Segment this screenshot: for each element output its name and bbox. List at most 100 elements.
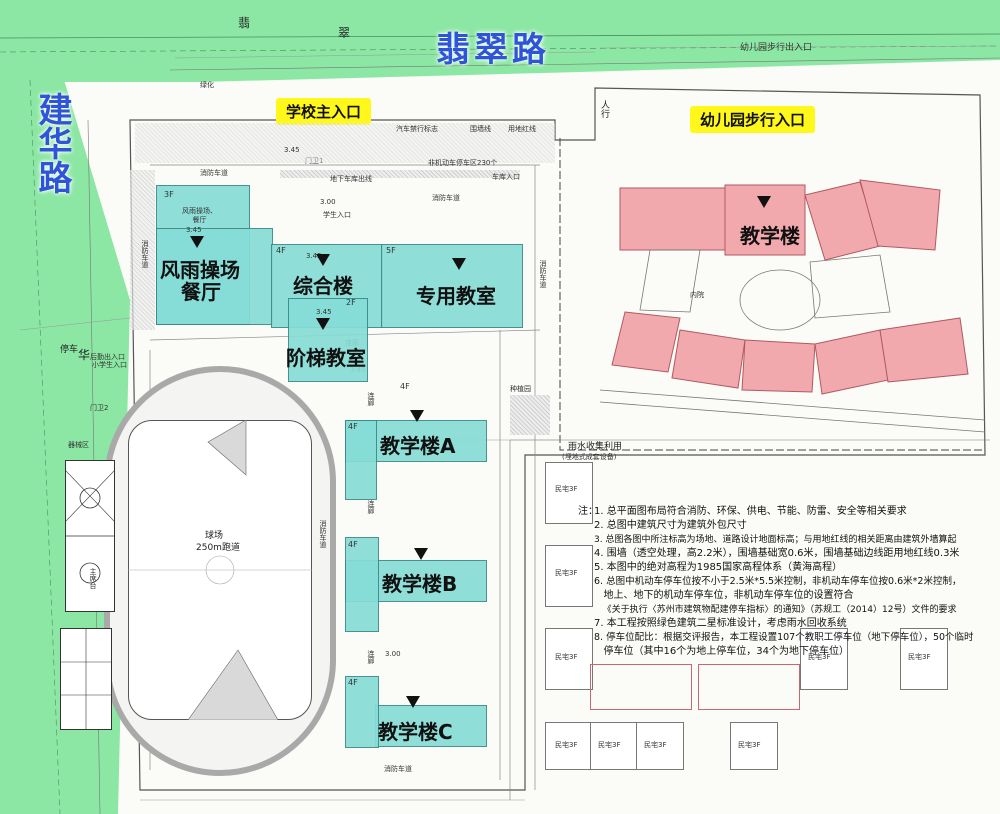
north-plaza [135, 123, 555, 163]
residence-6 [636, 722, 684, 770]
basketball-courts [65, 460, 115, 612]
teaching-c-label: 教学楼C [378, 720, 453, 744]
floors-4f-site: 4F [400, 382, 410, 391]
canteen-label-1: 风雨操场 [160, 258, 240, 282]
green-label: 绿化 [200, 81, 214, 89]
right-tag: 人行 [599, 100, 609, 118]
kindergarten-entrance-tag: 幼儿园步行入口 [690, 106, 816, 133]
notes-title: 注： [578, 506, 598, 517]
west-road-name: 建华路 [22, 92, 72, 213]
lecture-label: 阶梯教室 [286, 346, 366, 370]
elevation-4: 3.45 [284, 146, 300, 154]
residence-7 [730, 722, 778, 770]
fire-lane-label-3: 消防车道 [141, 240, 149, 268]
inner-court: 内院 [690, 291, 704, 299]
residence-4 [545, 722, 593, 770]
note-line: 7. 本工程按照绿色建筑二星标准设计，考虑雨水回收系统 [594, 618, 847, 629]
canteen-label-2: 餐厅 [181, 280, 221, 304]
canteen-arrow [190, 236, 204, 248]
setback-label: 用地红线 [508, 125, 536, 133]
residence-8 [800, 628, 848, 690]
residence-1-label: 民宅3F [555, 485, 578, 493]
elevation-3: 3.00 [385, 650, 401, 658]
school-main-entrance-tag: 学校主入口 [276, 98, 372, 125]
teaching-b-wing [345, 537, 379, 632]
bike-label: 车库入口 [492, 173, 520, 181]
lecture-elev: 3.45 [316, 308, 332, 316]
teaching-a-wing [345, 420, 377, 500]
small-courts [60, 628, 112, 730]
fire-lane-label: 消防车道 [200, 169, 228, 177]
small-court-lines [61, 629, 111, 729]
west-strip [130, 170, 155, 330]
teaching-a-floors: 4F [348, 422, 358, 431]
note-line: 6. 总图中机动车停车位按不小于2.5米*5.5米控制，非机动车停车位按0.6米… [594, 576, 962, 587]
track-label: 球场 [205, 531, 224, 541]
teaching-c-building [375, 705, 487, 747]
residence-8-label: 民宅3F [808, 653, 831, 661]
teaching-c-wing [345, 676, 379, 748]
canteen-wing [156, 228, 273, 325]
canteen-elev: 3.45 [186, 226, 202, 234]
stand-label: 主席台 [89, 568, 97, 589]
lecture-arrow [316, 318, 330, 330]
fence-label: 围墙线 [470, 125, 491, 133]
teaching-b-label: 教学楼B [382, 572, 458, 596]
complex-elev: 3.45 [306, 252, 322, 260]
north-plan-label: 翡 [238, 16, 251, 30]
rain-sub: (埋地式成套设备) [562, 453, 617, 461]
west-road-name-text: 建华路 [32, 92, 72, 194]
west-plan-label: 华 [78, 348, 91, 362]
teaching-a-arrow [410, 410, 424, 422]
sports-area: 器械区 [68, 441, 89, 449]
teaching-c-arrow [406, 696, 420, 708]
lecture-building [288, 298, 368, 382]
teaching-b-floors: 4F [348, 540, 358, 549]
lecture-floors: 2F [346, 298, 356, 307]
note-line: 3. 总图各图中所注标高为场地、道路设计地面标高；与用地红线的相关距离由建筑外墙… [594, 535, 957, 545]
note-line: 4. 围墙（透空处理，高2.2米），围墙基础宽0.6米，围墙基础边线距用地红线0… [594, 548, 960, 559]
residence-5 [590, 722, 638, 770]
canteen-sub: 风雨操场、 餐厅 [182, 207, 217, 224]
residence-3 [545, 628, 593, 690]
teaching-b-arrow [414, 548, 428, 560]
note-line: 《关于执行〈苏州市建筑物配建停车指标〉的通知》（苏规工（2014）12号）文件的… [594, 605, 957, 615]
complex-floors: 4F [276, 246, 286, 255]
corridor-label-1: 连廊 [367, 392, 375, 406]
elevation-1: 3.00 [320, 198, 336, 206]
rain-label: 雨水收集利用 [568, 442, 623, 452]
design-notes: 注： 1. 总平面图布局符合消防、环保、供电、节能、防雷、安全等相关要求 2. … [578, 505, 990, 659]
north-plan-label2: 翠 [338, 26, 351, 40]
residence-2 [545, 545, 593, 607]
teaching-a-label: 教学楼A [380, 434, 456, 458]
stamp-right [698, 664, 800, 710]
north-road-name: 翡翠路 [436, 30, 550, 70]
special-floors: 5F [386, 246, 396, 255]
track-markings [128, 420, 312, 720]
side-gate: 后勤出入口 [90, 353, 125, 361]
fire-lane-label-5: 消防车道 [384, 765, 412, 773]
canteen-floors: 3F [164, 190, 174, 199]
note-line: 地上、地下的机动车停车位，非机动车停车位的设置符合 [594, 590, 854, 601]
note-line: 停车位（其中16个为地上停车位，34个为地下停车位） [594, 646, 849, 657]
kinder-arrow [757, 196, 771, 208]
corridor-label-2: 连廊 [367, 500, 375, 514]
fire-lane-label-4: 消防车道 [319, 520, 327, 548]
special-label: 专用教室 [416, 284, 496, 308]
residence-2-label: 民宅3F [555, 569, 578, 577]
track-sub: 250m跑道 [196, 543, 240, 553]
note-line: 8. 停车位配比：根据交评报告，本工程设置107个教职工停车位（地下停车位），5… [594, 632, 974, 643]
residence-5-label: 民宅3F [598, 741, 621, 749]
residence-4-label: 民宅3F [555, 741, 578, 749]
special-arrow [452, 258, 466, 270]
residence-7-label: 民宅3F [738, 741, 761, 749]
fire-lane-label-6: 消防车道 [539, 260, 547, 288]
fire-lane-label-2: 消防车道 [432, 194, 460, 202]
parking-label: 非机动车停车区230个 [428, 159, 498, 167]
residence-1 [545, 462, 593, 524]
primary-entrance: 小学生入口 [92, 361, 127, 369]
residence-6-label: 民宅3F [644, 741, 667, 749]
stop-tag: 停车 [60, 345, 79, 355]
court-lines [65, 470, 115, 584]
residence-3-label: 民宅3F [555, 653, 578, 661]
